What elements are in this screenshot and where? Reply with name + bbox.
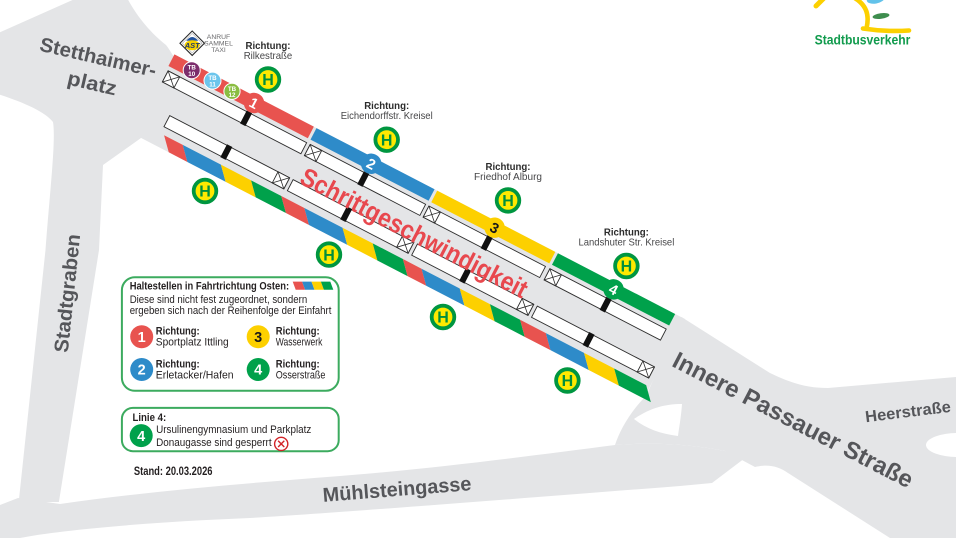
svg-text:Wasserwerk: Wasserwerk [276, 336, 323, 348]
svg-text:ANRUF: ANRUF [207, 34, 230, 41]
svg-text:H: H [562, 373, 574, 390]
svg-text:1: 1 [138, 330, 146, 346]
svg-text:Eichendorffstr. Kreisel: Eichendorffstr. Kreisel [341, 110, 433, 122]
svg-text:TB: TB [228, 86, 237, 93]
svg-text:H: H [323, 247, 335, 264]
svg-text:SAMMEL: SAMMEL [204, 41, 233, 48]
svg-text:Diese sind nicht fest zugeordn: Diese sind nicht fest zugeordnet, sonder… [130, 294, 308, 306]
svg-text:4: 4 [254, 363, 262, 379]
svg-text:Richtung:: Richtung: [364, 100, 409, 112]
svg-text:Linie 4:: Linie 4: [133, 412, 167, 424]
svg-text:Haltestellen in Fahrtrichtung: Haltestellen in Fahrtrichtung Osten: [130, 280, 289, 292]
svg-text:ergeben sich nach der Reihenfo: ergeben sich nach der Reihenfolge der Ei… [130, 305, 332, 317]
svg-text:3: 3 [254, 330, 262, 346]
svg-text:H: H [502, 193, 514, 210]
svg-text:Rilkestraße: Rilkestraße [244, 50, 293, 62]
svg-text:H: H [199, 184, 211, 201]
svg-text:Richtung:: Richtung: [276, 326, 320, 338]
svg-text:TAXI: TAXI [211, 47, 226, 54]
svg-text:Richtung:: Richtung: [604, 227, 649, 239]
svg-text:H: H [262, 72, 274, 89]
svg-text:12: 12 [229, 92, 236, 99]
svg-text:Osserstraße: Osserstraße [276, 369, 326, 381]
svg-text:H: H [381, 132, 393, 149]
svg-text:Friedhof Alburg: Friedhof Alburg [474, 171, 542, 183]
svg-text:H: H [437, 310, 449, 327]
svg-text:2: 2 [138, 363, 146, 379]
svg-text:10: 10 [188, 71, 195, 78]
svg-text:Landshuter Str. Kreisel: Landshuter Str. Kreisel [579, 237, 675, 249]
svg-text:Stand: 20.03.2026: Stand: 20.03.2026 [134, 464, 213, 478]
svg-text:H: H [621, 259, 633, 276]
svg-text:TB: TB [188, 65, 197, 72]
svg-text:Richtung:: Richtung: [486, 161, 531, 173]
svg-text:Erletacker/Hafen: Erletacker/Hafen [156, 369, 234, 381]
svg-text:Ursulinengymnasium und Parkpla: Ursulinengymnasium und Parkplatz [156, 424, 311, 436]
svg-text:AST: AST [184, 41, 201, 50]
svg-text:Richtung:: Richtung: [156, 358, 200, 370]
svg-text:TB: TB [208, 75, 217, 82]
svg-text:Sportplatz Ittling: Sportplatz Ittling [156, 336, 229, 348]
svg-text:Donaugasse sind gesperrt: Donaugasse sind gesperrt [156, 437, 272, 449]
svg-text:4: 4 [137, 429, 145, 445]
svg-text:Richtung:: Richtung: [246, 40, 291, 52]
svg-text:Richtung:: Richtung: [276, 358, 320, 370]
svg-text:Stadtbusverkehr: Stadtbusverkehr [815, 33, 911, 48]
svg-text:Richtung:: Richtung: [156, 326, 200, 338]
svg-text:11: 11 [209, 81, 216, 88]
